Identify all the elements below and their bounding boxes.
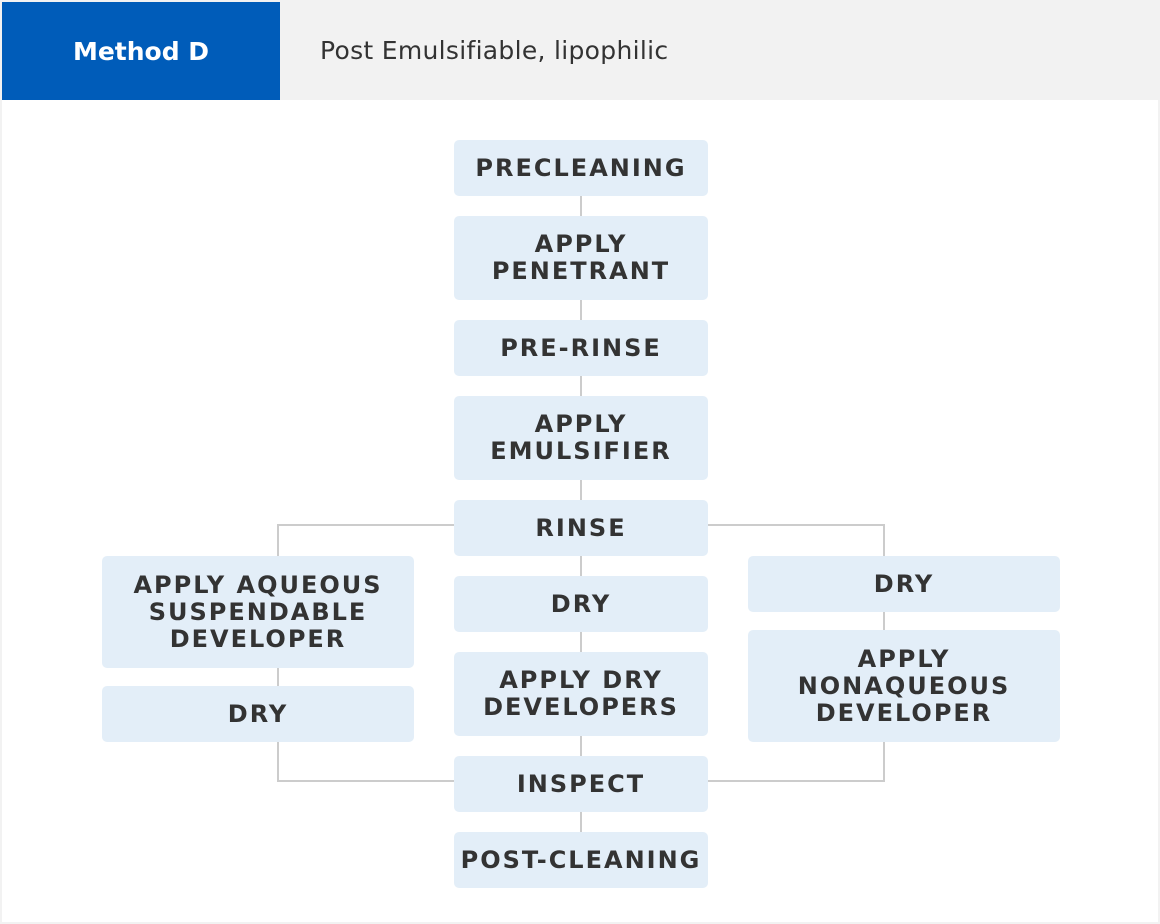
step-apply-emulsifier: APPLY EMULSIFIER xyxy=(454,396,708,480)
header-bar: Method D Post Emulsifiable, lipophilic xyxy=(0,0,1160,100)
step-inspect: INSPECT xyxy=(454,756,708,812)
connector-left-to-inspect xyxy=(277,742,454,782)
step-apply-penetrant: APPLY PENETRANT xyxy=(454,216,708,300)
connector-rinse-left-branch xyxy=(277,524,454,556)
step-precleaning: PRECLEANING xyxy=(454,140,708,196)
step-pre-rinse: PRE-RINSE xyxy=(454,320,708,376)
step-apply-dry-developers: APPLY DRY DEVELOPERS xyxy=(454,652,708,736)
step-apply-nonaqueous-developer: APPLY NONAQUEOUS DEVELOPER xyxy=(748,630,1060,742)
method-label: Method D xyxy=(2,2,280,100)
method-description: Post Emulsifiable, lipophilic xyxy=(320,35,669,65)
connector-rinse-right-branch xyxy=(708,524,885,556)
step-dry-left: DRY xyxy=(102,686,414,742)
step-apply-aqueous-developer: APPLY AQUEOUS SUSPENDABLE DEVELOPER xyxy=(102,556,414,668)
step-post-cleaning: POST-CLEANING xyxy=(454,832,708,888)
connector-right-to-inspect xyxy=(708,742,885,782)
step-dry-right: DRY xyxy=(748,556,1060,612)
step-dry-center: DRY xyxy=(454,576,708,632)
step-rinse: RINSE xyxy=(454,500,708,556)
